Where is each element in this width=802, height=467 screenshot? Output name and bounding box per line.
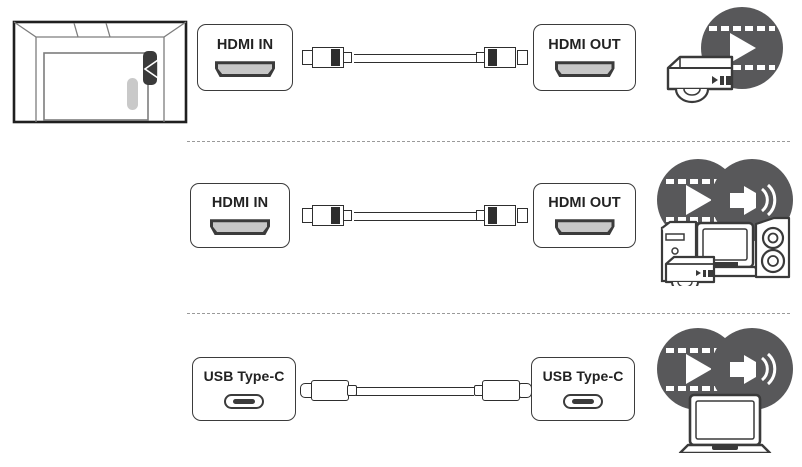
disc-player-device — [666, 7, 783, 104]
connection-row-3: USB Type-C USB Type-C — [0, 313, 802, 467]
usbc-socket-icon — [563, 394, 603, 409]
port-label-usbc-in: USB Type-C — [203, 368, 285, 384]
hdmi-cable-1 — [302, 47, 528, 69]
port-label-hdmi-in-1: HDMI IN — [216, 36, 274, 53]
desktop-computer-system — [657, 159, 793, 286]
port-label-hdmi-in-2: HDMI IN — [211, 194, 269, 211]
hdmi-socket-icon — [215, 61, 275, 78]
port-box-usbc-in[interactable]: USB Type-C — [192, 357, 296, 421]
port-box-hdmi-out-1[interactable]: HDMI OUT — [533, 24, 636, 91]
port-label-hdmi-out-1: HDMI OUT — [548, 36, 621, 53]
port-label-hdmi-out-2: HDMI OUT — [548, 194, 621, 211]
port-box-hdmi-in-2[interactable]: HDMI IN — [190, 183, 290, 248]
port-box-hdmi-out-2[interactable]: HDMI OUT — [533, 183, 636, 248]
tv-rear-panel — [12, 20, 188, 124]
hdmi-socket-icon — [554, 219, 615, 236]
laptop-computer — [657, 328, 793, 453]
usb-c-cable — [300, 380, 532, 402]
port-box-usbc-out[interactable]: USB Type-C — [531, 357, 635, 421]
usbc-socket-icon — [224, 394, 264, 409]
port-label-usbc-out: USB Type-C — [542, 368, 624, 384]
hdmi-socket-icon — [210, 219, 270, 236]
row-divider-2 — [187, 313, 790, 315]
port-box-hdmi-in-1[interactable]: HDMI IN — [197, 24, 293, 91]
speaker-audio-icon — [711, 328, 793, 410]
connection-row-2: HDMI IN HDMI OUT — [0, 141, 802, 306]
hdmi-cable-2 — [302, 205, 528, 227]
connection-row-1: HDMI IN HDMI OUT — [0, 0, 802, 134]
hdmi-socket-icon — [554, 61, 615, 78]
row-divider-1 — [187, 141, 790, 143]
